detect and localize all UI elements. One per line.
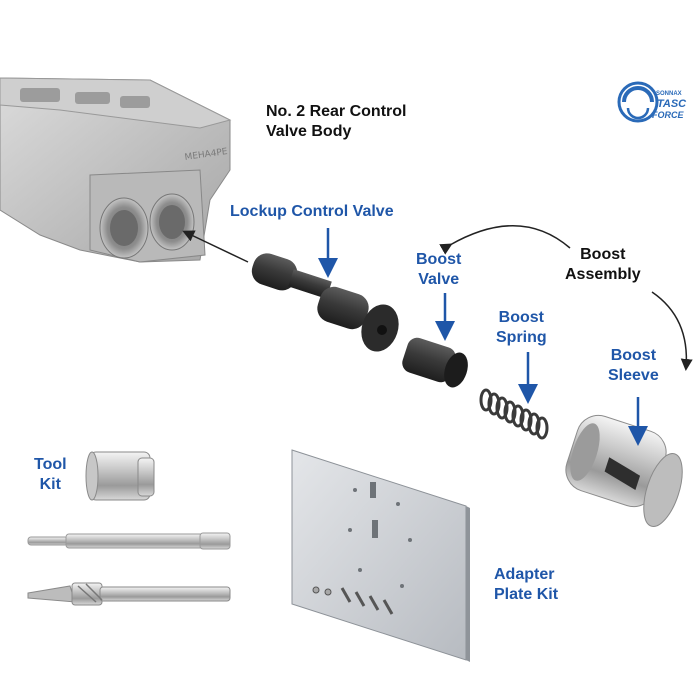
boost-valve-label: Boost Valve: [416, 250, 461, 290]
lockup-control-valve-image: [251, 253, 399, 352]
tool-kit-label-line2: Kit: [39, 476, 61, 493]
tool-kit-reamer-image: [27, 582, 231, 606]
insert-arrow: [182, 230, 249, 263]
adapter-plate-kit-label: Adapter Plate Kit: [494, 565, 558, 605]
boost-sleeve-label: Boost Sleeve: [608, 346, 659, 386]
adapter-plate-screws-image: [312, 586, 394, 615]
tool-kit-label: Tool Kit: [34, 455, 67, 495]
boost-assembly-label-line1: Boost: [580, 246, 626, 263]
boost-assembly-label-line2: Assembly: [565, 266, 641, 283]
valve-body-label-line2: Valve Body: [266, 123, 352, 140]
boost-valve-label-line1: Boost: [416, 251, 462, 268]
boost-valve-label-line2: Valve: [418, 271, 460, 288]
boost-spring-label: Boost Spring: [496, 308, 547, 348]
boost-spring-image: [479, 388, 549, 440]
valve-body-label-line1: No. 2 Rear Control: [266, 103, 407, 120]
sonnax-tasc-force-logo: SONNAX TASC FORCE: [617, 81, 687, 123]
boost-sleeve-image: [565, 414, 683, 527]
adapter-plate-kit-label-line2: Plate Kit: [494, 586, 559, 603]
adapter-plate-image: [291, 449, 470, 662]
adapter-plate-kit-label-line1: Adapter: [494, 566, 555, 583]
boost-spring-label-line1: Boost: [498, 309, 544, 326]
tool-kit-bushing-image: [85, 451, 155, 501]
boost-valve-image: [402, 337, 468, 388]
boost-sleeve-label-line2: Sleeve: [608, 367, 659, 384]
valve-body-image: MEHA4PE: [0, 77, 232, 263]
tool-kit-pin-image: [27, 532, 231, 550]
logo-force-text: FORCE: [652, 110, 684, 120]
boost-assembly-arc-right: [651, 291, 693, 371]
valve-body-label: No. 2 Rear Control Valve Body: [266, 102, 406, 142]
boost-assembly-arc-left: [439, 225, 571, 255]
tool-kit-label-line1: Tool: [34, 456, 67, 473]
lockup-control-valve-label: Lockup Control Valve: [230, 203, 394, 220]
logo-tasc-text: TASC: [657, 98, 687, 110]
boost-assembly-label: Boost Assembly: [565, 245, 641, 285]
boost-sleeve-label-line1: Boost: [610, 347, 657, 364]
boost-spring-label-line2: Spring: [496, 329, 547, 346]
logo-brand-text: SONNAX: [656, 91, 682, 97]
